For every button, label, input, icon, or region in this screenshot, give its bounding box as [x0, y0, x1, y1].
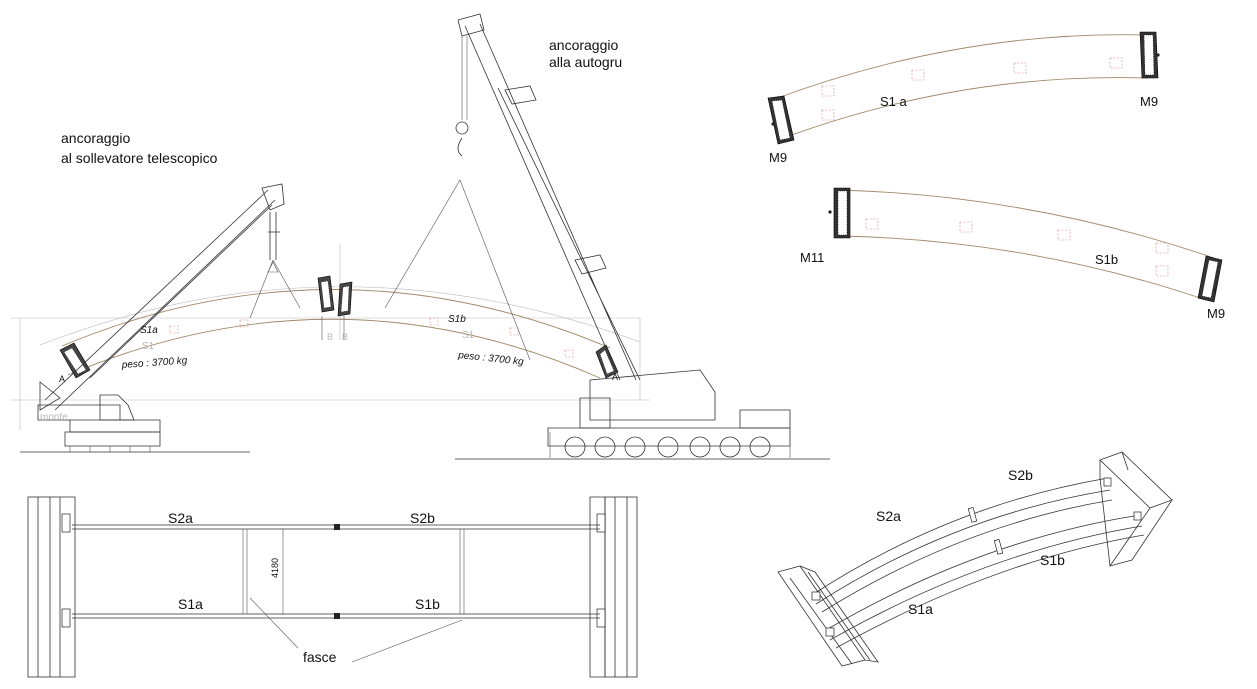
- end-block-right: [595, 344, 619, 379]
- arch-plate: [564, 349, 574, 358]
- telescopic-handler: [37, 183, 301, 452]
- bands-leader: [249, 597, 463, 663]
- upper-left-joint: M9: [769, 150, 787, 165]
- anchor-crane-line1: ancoraggio: [549, 37, 618, 53]
- anchor-crane-line2: alla autogru: [549, 54, 622, 70]
- plan-bands-label: fasce: [303, 649, 337, 665]
- point-a-right: A: [612, 372, 618, 382]
- segment-sub-left: S1: [142, 341, 155, 352]
- lower-segment-label: S1b: [1095, 252, 1118, 267]
- center-joint: [317, 275, 353, 340]
- segment-label-right: S1b: [448, 314, 466, 325]
- arch-plate: [169, 325, 179, 334]
- plan-top-right: S2b: [410, 510, 435, 526]
- axo-s1a: S1a: [908, 601, 933, 617]
- ground-text: monte: [40, 412, 68, 423]
- axo-arch-s2-outer: [811, 477, 1109, 596]
- axo-s2a: S2a: [876, 508, 901, 524]
- axonometric-view: S2a S2b S1b S1a: [777, 451, 1174, 667]
- joint-block-m9-lower: [1197, 255, 1223, 303]
- detail-upper-segment: S1 a M9 M9: [767, 31, 1160, 165]
- right-support: [604, 496, 638, 678]
- plan-bottom-right: S1b: [415, 596, 440, 612]
- point-b1: B: [327, 332, 333, 342]
- arch-plate: [239, 319, 249, 328]
- weight-right: peso : 3700 kg: [457, 350, 525, 368]
- background-building: [10, 317, 650, 430]
- plan-top-left: S2a: [168, 510, 193, 526]
- joint-block-m11: [828, 187, 851, 239]
- segment-label-left: S1a: [140, 325, 158, 336]
- mobile-crane: [384, 13, 791, 458]
- axo-arch-s1-outer: [825, 514, 1141, 631]
- axo-s2b: S2b: [1008, 467, 1033, 483]
- arch-plate: [429, 317, 439, 326]
- point-a-left: A: [59, 374, 65, 384]
- upper-right-joint: M9: [1140, 94, 1158, 109]
- joint-block-m9-left: [767, 95, 795, 145]
- joint-block-m9-right: [1139, 31, 1160, 79]
- arch-ghost: [39, 286, 641, 346]
- arch-plate: [509, 327, 519, 336]
- arch-extrados: [61, 289, 611, 349]
- left-support: [27, 496, 61, 678]
- lower-right-joint: M9: [1207, 306, 1225, 321]
- plan-bottom-left: S1a: [178, 596, 203, 612]
- plan-view: 4180 S2a S2b S1a S1b fasce: [27, 496, 638, 678]
- anchor-telescopic-line1: ancoraggio: [61, 130, 130, 146]
- detail-lower-segment: S1b M11 M9: [800, 187, 1225, 321]
- dimension-line: [280, 528, 286, 615]
- point-b2: B: [342, 332, 348, 342]
- end-block-left: [59, 342, 91, 379]
- bands: [242, 529, 465, 614]
- axo-left-support: [777, 565, 879, 667]
- upper-segment-label: S1 a: [880, 94, 908, 109]
- anchor-telescopic-line2: al sollevatore telescopico: [61, 150, 218, 166]
- elevation-view: ancoraggio al sollevatore telescopico an…: [10, 13, 830, 460]
- segment-sub-right: S1: [462, 330, 475, 341]
- dimension-value: 4180: [270, 558, 280, 578]
- weight-left: peso : 3700 kg: [120, 355, 188, 371]
- axo-s1b: S1b: [1040, 552, 1065, 568]
- axo-right-support: [1099, 451, 1174, 567]
- lower-left-joint: M11: [800, 250, 824, 265]
